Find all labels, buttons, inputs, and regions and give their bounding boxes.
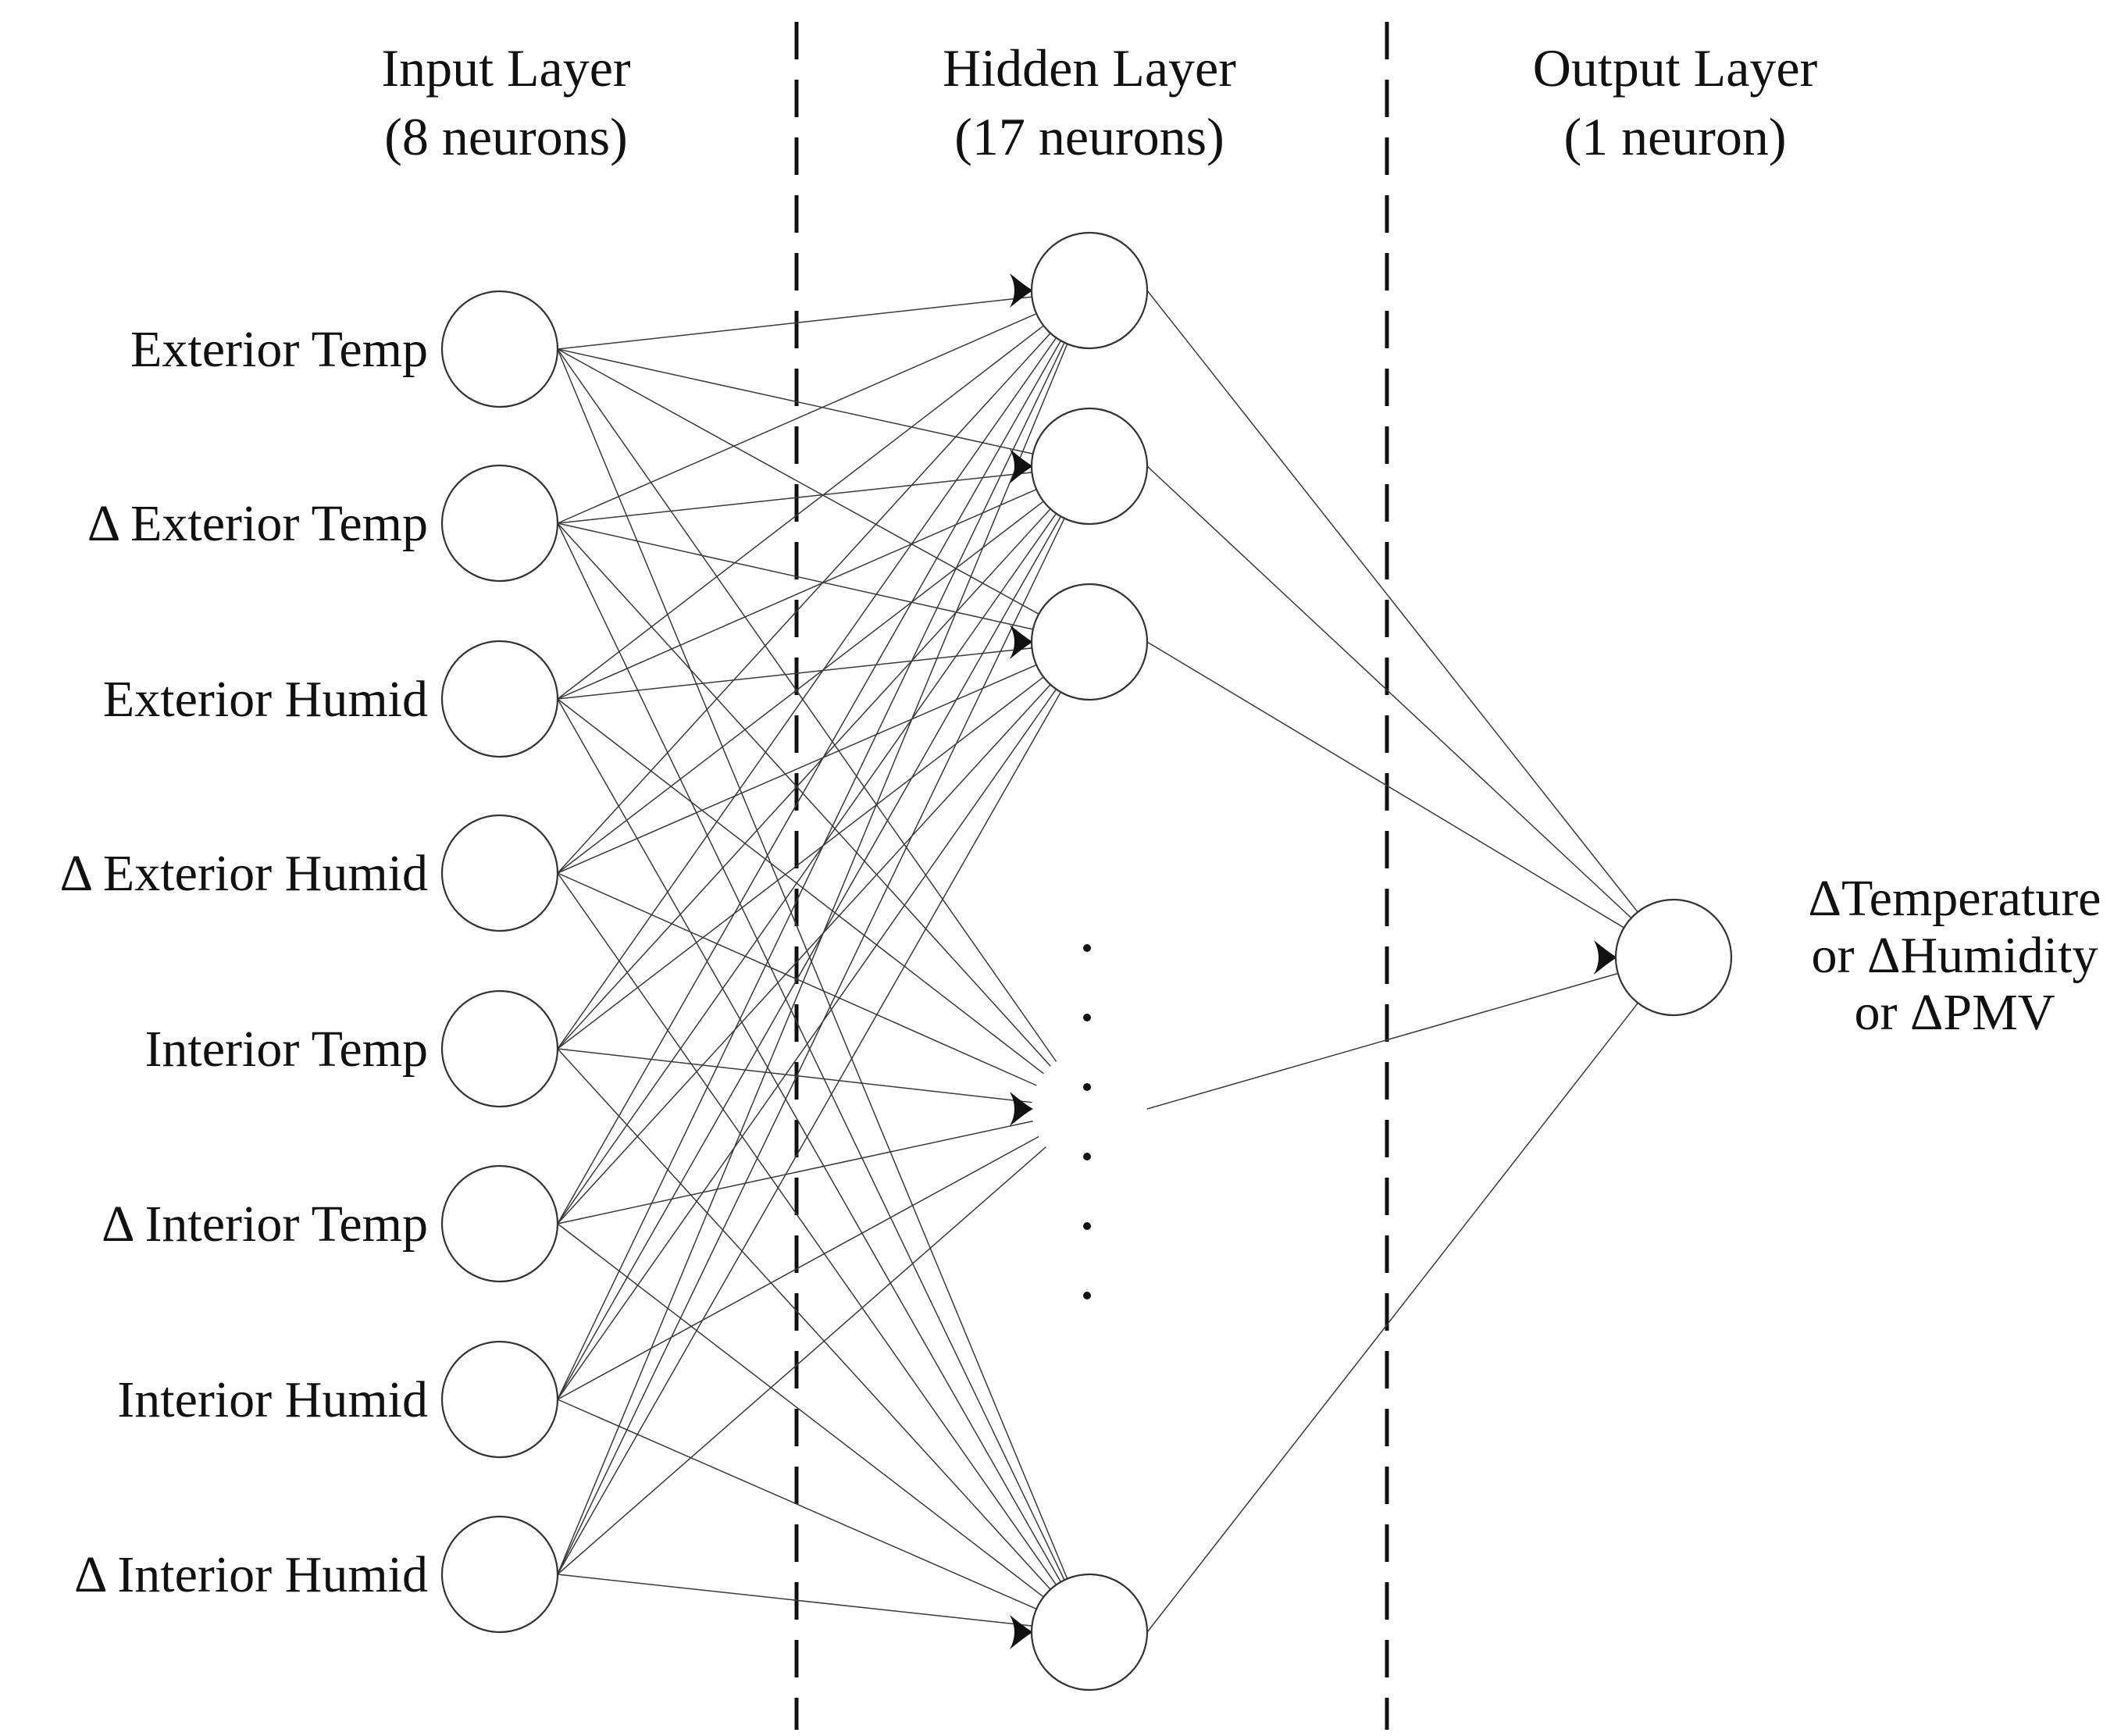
output-layer-neurons: [1614, 898, 1733, 1017]
edge-hidden-1-to-output: [1146, 290, 1638, 913]
output-label-line-3: or ΔPMV: [1855, 984, 2055, 1041]
edge-hidden-4-to-output: [1146, 972, 1619, 1110]
edge-input-2-to-hidden-1: [557, 312, 1037, 524]
edge-input-8-to-hidden-5: [557, 1574, 1032, 1627]
edge-input-7-to-hidden-2: [557, 515, 1062, 1400]
hidden-layer-ellipsis: [1083, 944, 1091, 1299]
input-label-6: Δ Interior Temp: [102, 1196, 428, 1253]
edge-input-5-to-hidden-1: [557, 337, 1057, 1050]
ellipsis-dot-2: [1083, 1014, 1091, 1021]
edge-input-4-to-hidden-1: [557, 333, 1051, 874]
edge-input-3-to-hidden-4: [557, 698, 1044, 1075]
edge-input-5-to-hidden-4: [557, 1048, 1032, 1103]
edge-input-4-to-hidden-5: [557, 872, 1057, 1585]
edge-input-1-to-hidden-3: [557, 348, 1039, 615]
arrowhead-markers: [1010, 273, 1617, 1649]
input-neuron-7: [440, 1340, 559, 1459]
ellipsis-dot-4: [1083, 1153, 1091, 1160]
ellipsis-dot-5: [1083, 1222, 1091, 1230]
output-layer-subtitle: (1 neuron): [1563, 107, 1786, 166]
edge-input-6-to-hidden-3: [557, 684, 1051, 1224]
edge-input-1-to-hidden-4: [557, 348, 1057, 1062]
edge-input-1-to-hidden-2: [557, 348, 1033, 454]
input-neuron-5: [440, 989, 559, 1108]
input-label-8: Δ Interior Humid: [74, 1546, 428, 1603]
edge-input-6-to-hidden-4: [557, 1120, 1033, 1224]
edge-input-7-to-hidden-1: [557, 342, 1065, 1400]
output-neuron: [1614, 898, 1733, 1017]
edge-input-4-to-hidden-2: [557, 501, 1044, 874]
output-label-line-2: or ΔHumidity: [1812, 927, 2098, 984]
hidden-layer-subtitle: (17 neurons): [954, 107, 1224, 166]
edge-input-8-to-hidden-4: [557, 1146, 1046, 1575]
edge-input-7-to-hidden-3: [557, 689, 1057, 1400]
ellipsis-dot-1: [1083, 944, 1091, 952]
input-layer-subtitle: (8 neurons): [384, 107, 628, 166]
input-neuron-2: [440, 464, 559, 583]
hidden-neuron-3: [1030, 583, 1149, 701]
arrowhead-hidden-4: [1010, 1092, 1033, 1126]
edge-input-6-to-hidden-2: [557, 513, 1057, 1224]
input-label-3: Exterior Humid: [103, 671, 428, 728]
edge-input-5-to-hidden-3: [557, 676, 1044, 1050]
input-label-5: Interior Temp: [144, 1021, 428, 1078]
edge-input-2-to-hidden-4: [557, 522, 1051, 1067]
input-layer-title: Input Layer: [381, 38, 630, 98]
input-label-7: Interior Humid: [117, 1371, 428, 1428]
hidden-neuron-1: [1030, 231, 1149, 350]
edge-input-3-to-hidden-1: [557, 325, 1044, 700]
ellipsis-dot-3: [1083, 1083, 1091, 1091]
connection-lines: [557, 290, 1639, 1633]
edge-input-2-to-hidden-3: [557, 522, 1033, 630]
input-label-1: Exterior Temp: [130, 321, 428, 378]
input-neuron-8: [440, 1515, 559, 1634]
output-label-line-1: ΔTemperature: [1809, 870, 2101, 927]
ellipsis-dot-6: [1083, 1292, 1091, 1299]
arrowhead-hidden-1: [1010, 273, 1033, 308]
edge-hidden-5-to-output: [1146, 1002, 1639, 1633]
hidden-neuron-2: [1030, 407, 1149, 526]
edge-input-8-to-hidden-1: [557, 344, 1068, 1575]
edge-input-1-to-hidden-5: [557, 348, 1068, 1579]
output-label: ΔTemperature or ΔHumidity or ΔPMV: [1809, 870, 2101, 1041]
arrowhead-output: [1594, 940, 1617, 975]
output-layer-header: Output Layer (1 neuron): [1533, 38, 1818, 166]
edge-input-6-to-hidden-1: [557, 340, 1062, 1224]
input-label-2: Δ Exterior Temp: [87, 495, 428, 552]
edge-input-2-to-hidden-5: [557, 522, 1065, 1581]
edge-input-3-to-hidden-3: [557, 647, 1032, 700]
arrowhead-hidden-3: [1010, 625, 1033, 659]
input-neuron-4: [440, 814, 559, 932]
edge-input-7-to-hidden-4: [557, 1135, 1039, 1400]
input-neuron-3: [440, 640, 559, 758]
input-neuron-1: [440, 290, 559, 408]
input-layer-header: Input Layer (8 neurons): [381, 38, 630, 166]
edge-input-2-to-hidden-2: [557, 472, 1032, 524]
output-layer-title: Output Layer: [1533, 38, 1818, 98]
edge-hidden-3-to-output: [1146, 641, 1624, 929]
input-neuron-6: [440, 1164, 559, 1283]
input-label-4: Δ Exterior Humid: [60, 845, 428, 902]
arrowhead-hidden-5: [1010, 1615, 1033, 1649]
edge-input-8-to-hidden-3: [557, 691, 1061, 1575]
edge-hidden-2-to-output: [1146, 465, 1632, 919]
hidden-layer-neurons: [1030, 231, 1149, 1691]
hidden-layer-title: Hidden Layer: [943, 38, 1236, 98]
hidden-layer-header: Hidden Layer (17 neurons): [943, 38, 1236, 166]
hidden-neuron-5: [1030, 1573, 1149, 1691]
edge-input-6-to-hidden-5: [557, 1223, 1044, 1598]
edge-input-5-to-hidden-5: [557, 1048, 1051, 1590]
edge-input-8-to-hidden-2: [557, 518, 1065, 1575]
arrowhead-hidden-2: [1010, 449, 1033, 483]
edge-input-3-to-hidden-5: [557, 698, 1062, 1583]
edge-input-5-to-hidden-2: [557, 508, 1051, 1050]
edge-input-1-to-hidden-1: [557, 296, 1032, 350]
